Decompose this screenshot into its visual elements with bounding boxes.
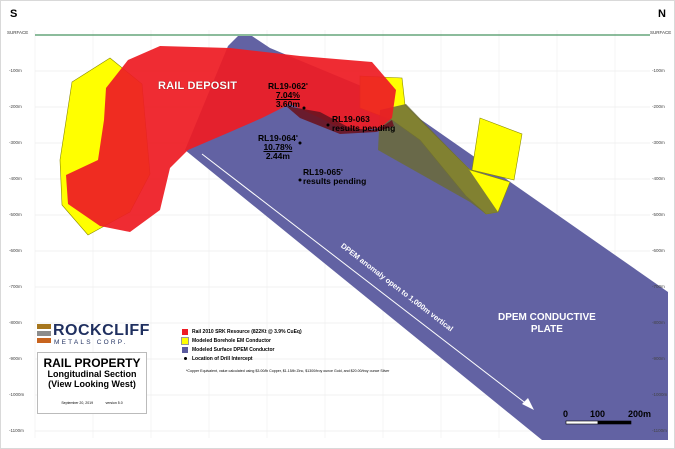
drill-width: 2.44m	[265, 151, 290, 161]
legend-item-resource: Rail 2010 SRK Resource (822Kt @ 3.9% CuE…	[182, 327, 302, 336]
title-version: version 5.0	[105, 401, 123, 405]
surface-label-left: SURFACE	[7, 30, 29, 35]
depth-tick-label-right: -900m	[652, 356, 665, 361]
drill-hole-id: RL19-065	[303, 167, 341, 177]
red-square-icon	[182, 328, 188, 335]
depth-tick-label-left: -500m	[9, 212, 22, 217]
depth-tick-label-right: -300m	[652, 140, 665, 145]
dpem-plate-label-line1: DPEM CONDUCTIVE	[498, 312, 596, 323]
title-date-row: September 20, 2019 version 5.0	[38, 391, 146, 409]
title-date: September 20, 2019	[61, 401, 94, 405]
company-logo-subtitle: METALS CORP.	[54, 339, 128, 346]
depth-tick-label-left: -700m	[9, 284, 22, 289]
purple-square-icon	[182, 346, 188, 353]
legend-item-label: Location of Drill Intercept	[192, 355, 253, 362]
depth-tick-label-left: -1100m	[9, 428, 24, 433]
drill-width: 3.60m	[275, 99, 300, 109]
dpem-plate-label: DPEM CONDUCTIVE PLATE	[498, 312, 596, 336]
legend-item-label: Modeled Surface DPEM Conductor	[192, 346, 275, 353]
depth-tick-label-right: -400m	[652, 176, 665, 181]
black-dot-icon	[183, 357, 187, 360]
depth-tick-label-right: -200m	[652, 104, 665, 109]
depth-tick-label-left: -800m	[9, 320, 22, 325]
depth-tick-label-left: -900m	[9, 356, 22, 361]
surface-label-right: SURFACE	[650, 30, 672, 35]
drill-hole-id: RL19-062	[268, 81, 306, 91]
legend-item-label: Modeled Borehole EM Conductor	[192, 337, 271, 344]
drill-hole-id: RL19-063	[332, 114, 370, 124]
depth-tick-label-right: -700m	[652, 284, 665, 289]
depth-tick-label-right: -1100m	[652, 428, 667, 433]
rail-deposit-title: RAIL DEPOSIT	[158, 80, 238, 92]
drill-label-rl19-063: RL19-063 results pending	[332, 115, 395, 133]
yellow-square-icon	[181, 336, 189, 345]
compass-south-label: S	[10, 8, 18, 20]
legend-item-borehole-em: Modeled Borehole EM Conductor	[181, 336, 302, 345]
legend-item-dpem: Modeled Surface DPEM Conductor	[182, 345, 302, 354]
drill-grade: 7.04%	[275, 90, 300, 100]
drill-intercept-dot-062	[302, 106, 306, 110]
drill-result: results pending	[303, 176, 367, 186]
logo-bars	[37, 324, 51, 343]
drill-intercept-dots	[298, 106, 330, 182]
scale-bar	[565, 420, 632, 425]
drill-result: results pending	[332, 123, 396, 133]
drill-intercept-dot-065	[298, 178, 302, 182]
depth-tick-label-left: -600m	[9, 248, 22, 253]
depth-tick-label-left: -100m	[9, 68, 22, 73]
depth-tick-label-right: -600m	[652, 248, 665, 253]
scale-label-0: 0	[563, 409, 569, 419]
title-view: (View Looking West)	[48, 379, 136, 389]
depth-tick-label-left: -400m	[9, 176, 22, 181]
drill-label-rl19-062: RL19-062* 7.04% 3.60m	[268, 82, 308, 109]
drill-hole-marker: *	[305, 83, 308, 89]
drill-hole-id: RL19-064	[258, 133, 296, 143]
dpem-anomaly-arrow	[201, 153, 534, 410]
rail-srk-resource	[66, 46, 396, 232]
legend: Rail 2010 SRK Resource (822Kt @ 3.9% CuE…	[181, 327, 302, 363]
drill-label-rl19-065: RL19-065* results pending	[303, 168, 366, 186]
em-dpem-overlap	[378, 104, 498, 214]
legend-footnote: *Copper Equivalent, value calculated usi…	[186, 369, 390, 373]
legend-item-label: Rail 2010 SRK Resource (822Kt @ 3.9% CuE…	[192, 328, 302, 335]
depth-tick-label-left: -1000m	[9, 392, 25, 397]
depth-tick-label-right: -500m	[652, 212, 665, 217]
title-property: RAIL PROPERTY	[43, 356, 141, 370]
company-logo-name: ROCKCLIFF	[53, 322, 150, 339]
drill-hole-marker: *	[295, 135, 298, 141]
compass-north-label: N	[658, 8, 666, 20]
drill-intercept-dot-063	[326, 123, 330, 127]
depth-tick-label-right: -100m	[652, 68, 665, 73]
scale-label-100: 100	[590, 409, 606, 419]
drill-grade: 10.78%	[263, 142, 293, 152]
drill-hole-marker: *	[340, 169, 343, 175]
depth-tick-label-left: -300m	[9, 140, 22, 145]
scale-label-200m: 200m	[628, 409, 652, 419]
dpem-conductive-plate	[185, 36, 668, 440]
dpem-plate-label-line2: PLATE	[530, 324, 563, 335]
depth-tick-label-right: -800m	[652, 320, 665, 325]
resource-overlap-dark	[286, 106, 394, 134]
drill-intercept-dot-064	[298, 141, 302, 145]
legend-item-drill: Location of Drill Intercept	[182, 354, 302, 363]
borehole-em-conductor-far-right	[471, 117, 523, 181]
depth-tick-label-left: -200m	[9, 104, 22, 109]
title-block: RAIL PROPERTY Longitudinal Section (View…	[37, 352, 147, 414]
drill-label-rl19-064: RL19-064* 10.78% 2.44m	[258, 134, 298, 161]
title-section: Longitudinal Section	[47, 369, 137, 379]
depth-tick-label-right: -1000m	[652, 392, 668, 397]
